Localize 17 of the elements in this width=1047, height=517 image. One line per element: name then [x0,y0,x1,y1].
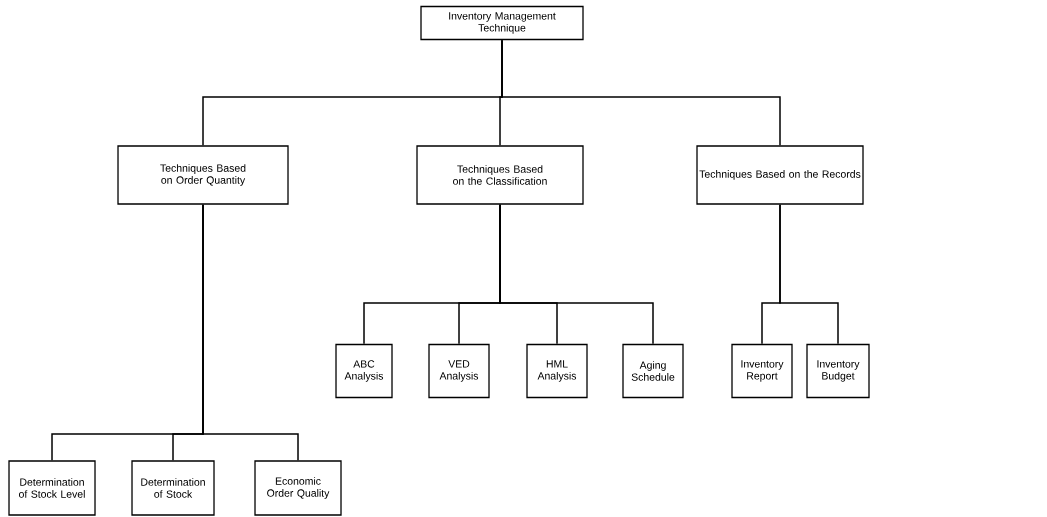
box: VED Analysis [428,343,490,399]
box: Inventory Report [731,343,793,399]
box: Economic Order Quality [254,460,342,516]
box: Techniques Based on Order Quantity [117,145,289,205]
connector-line [202,203,299,462]
box: Inventory Management Technique [420,5,584,41]
box: Techniques Based on the Records [696,145,864,205]
connector-line [499,203,654,345]
box: Determination of Stock [131,460,215,516]
box: HML Analysis [526,343,588,399]
box: ABC Analysis [335,343,393,399]
connector-line [779,203,839,345]
box: Determination of Stock Level [8,460,96,516]
box: Inventory Budget [806,343,870,399]
connector-line [501,39,781,147]
box: Aging Schedule [622,343,684,399]
box: Techniques Based on the Classification [416,145,584,205]
